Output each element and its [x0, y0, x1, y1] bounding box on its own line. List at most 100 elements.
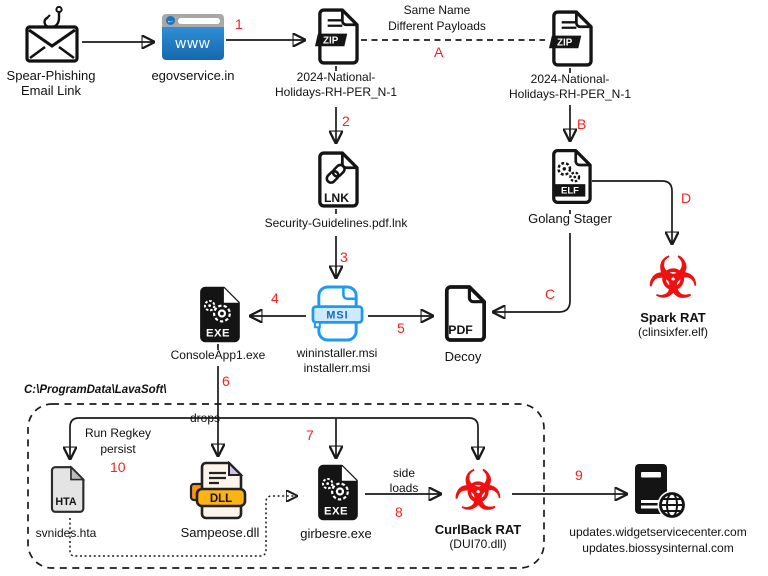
- step-marker-7: 7: [306, 427, 314, 443]
- exe-badge: EXE: [206, 328, 230, 340]
- same-name-line2: Different Payloads: [388, 19, 486, 33]
- letter-marker-c: C: [545, 286, 556, 302]
- website-label: egovservice.in: [151, 68, 235, 83]
- drops-branch-line: [69, 417, 479, 450]
- exe-file-icon: EXE: [318, 464, 358, 521]
- elf-file-icon: ELF: [552, 149, 592, 204]
- node-consoleapp-exe: EXE ConsoleApp1.exe: [148, 286, 288, 363]
- zip1-label-1: 2024-National-: [296, 70, 376, 84]
- drops-label: drops: [190, 411, 221, 425]
- curlback-rat-file: (DUI70.dll): [449, 537, 507, 551]
- gear-icon: [203, 299, 216, 312]
- step-marker-3: 3: [340, 249, 348, 265]
- letter-marker-a: A: [434, 44, 444, 60]
- dll-label: Sampeose.dll: [180, 525, 260, 540]
- node-curlback-rat: ☣ CurlBack RAT (DUI70.dll): [398, 462, 558, 552]
- step-marker-8: 8: [395, 504, 403, 520]
- sideloads-line2: loads: [389, 481, 419, 495]
- lnk-file-icon: LNK: [317, 151, 359, 208]
- msi-label-1: wininstaller.msi: [296, 346, 378, 360]
- lavasoft-path-label: C:\ProgramData\LavaSoft\: [24, 384, 167, 396]
- same-name-note: Same Name Different Payloads: [362, 2, 512, 34]
- browser-toolbar: ←: [162, 14, 224, 27]
- lnk-label: Security-Guidelines.pdf.lnk: [264, 216, 408, 230]
- zip-badge: ZIP: [557, 37, 573, 48]
- step-marker-4: 4: [271, 290, 279, 306]
- girbesre-label: girbesre.exe: [300, 526, 372, 541]
- regkey-line2: persist: [100, 442, 136, 456]
- biohazard-icon: ☣: [647, 246, 699, 309]
- step-marker-9: 9: [575, 467, 583, 483]
- node-spearphishing-email: Spear-Phishing Email Link: [2, 5, 100, 98]
- exe-file-icon: EXE: [200, 286, 240, 343]
- hta-label: svnides.hta: [35, 526, 97, 540]
- step-marker-1: 1: [235, 16, 243, 32]
- gear-icon: [557, 161, 572, 176]
- www-text: www: [162, 27, 224, 60]
- curlback-rat-name: CurlBack RAT: [434, 522, 522, 537]
- hta-file-icon: HTA: [50, 465, 85, 513]
- sideloads-line1: side: [392, 466, 415, 480]
- email-fishhook-icon: [25, 5, 79, 63]
- msi-label-2: installerr.msi: [303, 361, 371, 375]
- gear-icon: [212, 304, 231, 323]
- address-bar: [178, 17, 220, 24]
- browser-www-icon: ← www: [162, 14, 224, 60]
- lavasoft-folder-boundary: [27, 403, 545, 569]
- node-lnk: LNK Security-Guidelines.pdf.lnk: [246, 151, 426, 231]
- gear-icon: [330, 482, 349, 501]
- letter-marker-b: B: [577, 116, 587, 132]
- node-zip2: ZIP 2024-National- Holidays-RH-PER_N-1: [495, 10, 645, 102]
- zip-file-icon: ZIP: [314, 8, 359, 65]
- node-pdf-decoy: PDF Decoy: [413, 285, 513, 364]
- node-msi-installer: MSI wininstaller.msi installerr.msi: [267, 285, 407, 376]
- node-dll: DLL Sampeose.dll: [150, 461, 290, 540]
- node-c2-server: updates.widgetservicecenter.com updates.…: [550, 463, 766, 556]
- server-globe-icon: [635, 464, 687, 520]
- pdf-file-icon: PDF: [444, 285, 486, 342]
- letter-marker-d: D: [681, 190, 692, 206]
- arrow-elf-to-decoy: [494, 233, 571, 312]
- step-marker-2: 2: [342, 113, 350, 129]
- gear-icon: [569, 171, 581, 183]
- node-girbesre-exe: EXE girbesre.exe: [266, 464, 406, 541]
- back-arrow-icon: ←: [166, 16, 175, 25]
- arrow-elf-to-sparkrat: [592, 180, 672, 243]
- lnk-badge: LNK: [323, 191, 348, 205]
- msi-file-icon: MSI: [311, 285, 363, 342]
- regkey-line1: Run Regkey: [84, 426, 152, 440]
- sideloads-note: side loads: [380, 466, 428, 496]
- pdf-badge: PDF: [448, 323, 473, 337]
- chain-link-glyph: [325, 163, 346, 184]
- spark-rat-name: Spark RAT: [640, 310, 706, 325]
- zip1-label-2: Holidays-RH-PER_N-1: [274, 85, 398, 99]
- node-zip1: ZIP 2024-National- Holidays-RH-PER_N-1: [261, 8, 411, 100]
- node-golang-stager: ELF Golang Stager: [500, 148, 640, 226]
- same-name-line1: Same Name: [403, 3, 471, 17]
- dotted-hta-to-exe2: [69, 496, 296, 557]
- email-label-1: Spear-Phishing: [6, 68, 96, 83]
- node-hta: HTA svnides.hta: [16, 464, 116, 541]
- consoleapp-label: ConsoleApp1.exe: [170, 348, 266, 362]
- step-marker-10: 10: [110, 459, 126, 475]
- gear-icon: [321, 477, 334, 490]
- step-marker-5: 5: [397, 320, 405, 336]
- dll-file-icon: DLL: [189, 461, 247, 520]
- zip2-label-2: Holidays-RH-PER_N-1: [508, 87, 632, 101]
- run-regkey-note: Run Regkey persist: [68, 425, 168, 457]
- dll-badge: DLL: [210, 493, 232, 505]
- step-marker-6: 6: [222, 373, 230, 389]
- exe-badge: EXE: [324, 506, 348, 518]
- node-spark-rat: ☣ Spark RAT (clinsixfer.elf): [603, 248, 743, 340]
- zip-badge: ZIP: [323, 35, 339, 46]
- c2-domain-2: updates.biossysinternal.com: [582, 541, 734, 555]
- elf-badge: ELF: [561, 186, 579, 197]
- zip2-label-1: 2024-National-: [530, 72, 610, 86]
- zip-file-icon: ZIP: [548, 10, 593, 67]
- node-website: ← www egovservice.in: [143, 14, 243, 83]
- email-label-2: Email Link: [21, 83, 81, 98]
- golang-stager-label: Golang Stager: [528, 211, 612, 226]
- hta-badge: HTA: [55, 496, 76, 508]
